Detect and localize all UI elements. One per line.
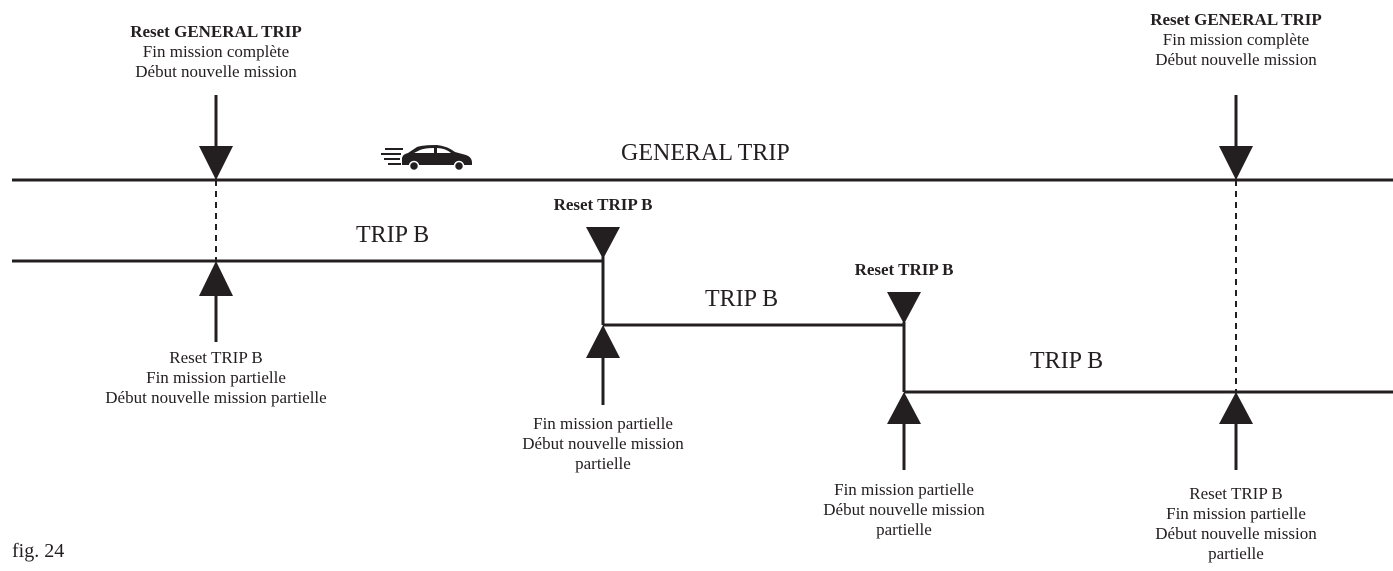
bottom-1-line2: Fin mission partielle <box>146 368 286 387</box>
reset-general-right-line2: Début nouvelle mission <box>1155 50 1317 69</box>
trip-b-label-1: TRIP B <box>356 222 430 248</box>
reset-trip-b-top-2-arrowhead <box>887 292 921 324</box>
bottom-4-label: Reset TRIP B Fin mission partielle Début… <box>1111 484 1361 564</box>
bottom-3-label: Fin mission partielle Début nouvelle mis… <box>779 480 1029 540</box>
bottom-2-line1: Fin mission partielle <box>533 414 673 433</box>
reset-general-left-label: Reset GENERAL TRIP Fin mission complète … <box>96 22 336 82</box>
car-icon <box>381 145 472 172</box>
bottom-2-label: Fin mission partielle Début nouvelle mis… <box>478 414 728 474</box>
reset-general-right-line1: Fin mission complète <box>1162 30 1310 49</box>
reset-trip-b-top-2-title: Reset TRIP B <box>854 260 954 279</box>
bottom-1-label: Reset TRIP B Fin mission partielle Début… <box>66 348 366 408</box>
bottom-4-arrowhead <box>1219 392 1253 424</box>
bottom-2-line2: Début nouvelle mission <box>522 434 684 453</box>
reset-trip-b-top-1-title: Reset TRIP B <box>553 195 653 214</box>
bottom-1-line3: Début nouvelle mission partielle <box>105 388 327 407</box>
reset-general-right-arrowhead <box>1219 146 1253 180</box>
reset-general-left-arrowhead <box>199 146 233 180</box>
bottom-4-line4: partielle <box>1208 544 1264 563</box>
reset-general-left-title: Reset GENERAL TRIP <box>130 22 302 41</box>
reset-general-right-title: Reset GENERAL TRIP <box>1150 10 1322 29</box>
bottom-1-arrowhead <box>199 261 233 296</box>
bottom-3-line1: Fin mission partielle <box>834 480 974 499</box>
general-trip-label: GENERAL TRIP <box>621 140 790 166</box>
reset-general-right-label: Reset GENERAL TRIP Fin mission complète … <box>1116 10 1356 70</box>
reset-general-left-line1: Fin mission complète <box>142 42 290 61</box>
bottom-3-line2: Début nouvelle mission <box>823 500 985 519</box>
bottom-3-arrowhead <box>887 392 921 424</box>
reset-trip-b-top-2-label: Reset TRIP B <box>804 260 1004 280</box>
bottom-3-line3: partielle <box>876 520 932 539</box>
bottom-2-arrowhead <box>586 325 620 358</box>
bottom-4-line2: Fin mission partielle <box>1166 504 1306 523</box>
trip-b-label-2: TRIP B <box>705 286 779 312</box>
figure-caption: fig. 24 <box>12 540 65 562</box>
bottom-1-line1: Reset TRIP B <box>169 348 263 367</box>
reset-trip-b-top-1-arrowhead <box>586 227 620 259</box>
reset-trip-b-top-1-label: Reset TRIP B <box>503 195 703 215</box>
bottom-4-line1: Reset TRIP B <box>1189 484 1283 503</box>
reset-general-left-line2: Début nouvelle mission <box>135 62 297 81</box>
bottom-2-line3: partielle <box>575 454 631 473</box>
bottom-4-line3: Début nouvelle mission <box>1155 524 1317 543</box>
trip-b-label-3: TRIP B <box>1030 348 1104 374</box>
